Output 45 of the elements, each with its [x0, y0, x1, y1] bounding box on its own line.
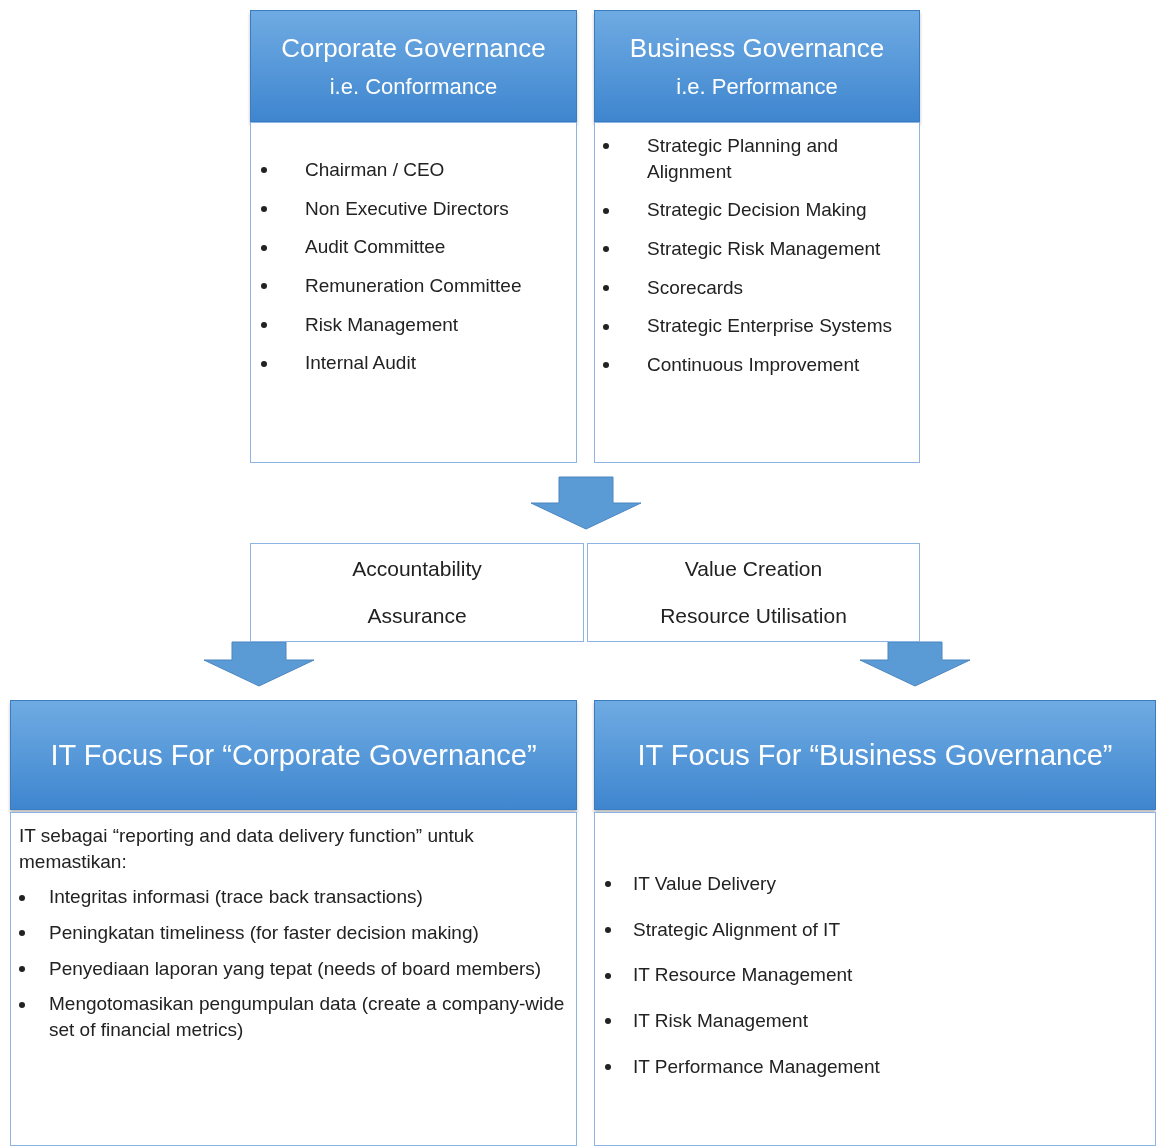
block-arrow: [530, 476, 642, 530]
bullet-item: IT Resource Management: [605, 962, 1145, 988]
bullet-item: IT Performance Management: [605, 1053, 1145, 1080]
bullet-item: Peningkatan timeliness (for faster decision making): [19, 919, 566, 946]
bullet-item: Continuous Improvement: [603, 351, 909, 378]
bullet-item: IT Value Delivery: [605, 871, 1145, 897]
heading: Corporate Governance: [281, 32, 546, 64]
list-box: [250, 122, 577, 463]
subheading: i.e. Performance: [676, 73, 838, 100]
bullet-item: Audit Committee: [261, 234, 566, 260]
heading: Business Governance: [629, 32, 885, 64]
list-box: [594, 812, 1156, 1146]
bullet-item: Penyediaan laporan yang tepat (needs of board members): [19, 955, 566, 982]
bullet-item: Strategic Decision Making: [603, 197, 909, 223]
bullet-item: Internal Audit: [261, 350, 566, 376]
text-box: [250, 543, 584, 642]
box-text: Assurance: [367, 602, 467, 629]
bullet-item: Integritas informasi (trace back transactions): [19, 884, 566, 910]
header-box: [594, 700, 1156, 810]
heading: IT Focus For “Business Governance”: [637, 738, 1113, 772]
box-text: Accountability: [352, 556, 482, 583]
bullet-item: Strategic Planning and Alignment: [603, 133, 909, 185]
bullet-item: Strategic Alignment of IT: [605, 916, 1145, 943]
header-box: [250, 10, 577, 122]
box-text: Value Creation: [684, 556, 823, 583]
bullet-item: Mengotomasikan pengumpulan data (create a company-wide set of financial metrics): [19, 991, 566, 1043]
intro-text: IT sebagai “reporting and data delivery function” untuk memastikan:: [19, 824, 475, 874]
block-arrow: [203, 641, 315, 687]
bullet-item: Strategic Risk Management: [603, 235, 909, 262]
bullet-item: IT Risk Management: [605, 1007, 1145, 1034]
header-box: [10, 700, 577, 810]
text-box: [587, 543, 920, 642]
bullet-item: Scorecards: [603, 274, 909, 301]
header-box: [594, 10, 920, 122]
subheading: i.e. Conformance: [329, 73, 498, 100]
bullet-item: Strategic Enterprise Systems: [603, 313, 909, 339]
bullet-item: Non Executive Directors: [261, 195, 566, 222]
block-arrow: [859, 641, 971, 687]
bullet-item: Remuneration Committee: [261, 272, 566, 299]
list-box: [10, 812, 577, 1146]
bullet-item: Risk Management: [261, 311, 566, 338]
heading: IT Focus For “Corporate Governance”: [50, 738, 537, 772]
bullet-item: Chairman / CEO: [261, 157, 566, 183]
box-text: Resource Utilisation: [660, 602, 847, 629]
list-box: [594, 122, 920, 463]
